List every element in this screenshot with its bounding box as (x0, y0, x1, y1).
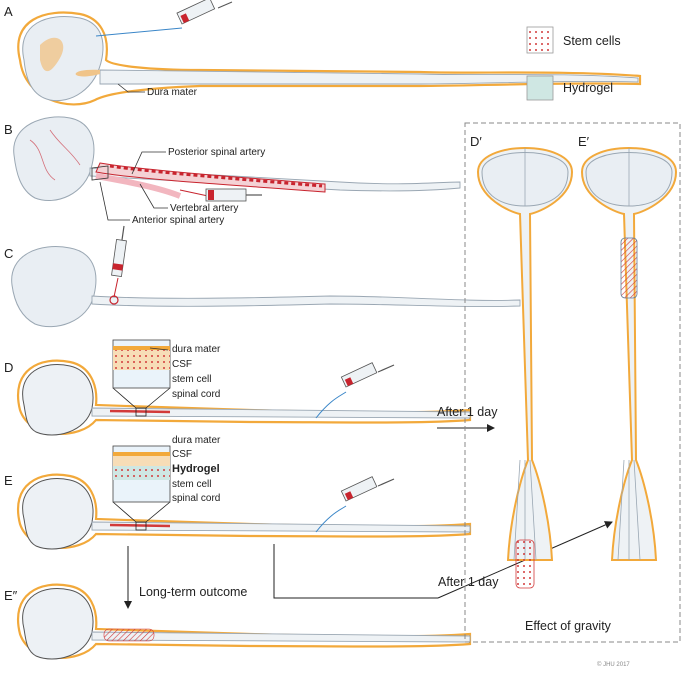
ventricle-a (40, 37, 64, 72)
inset-e-label-3: stem cell (172, 479, 211, 490)
syringe-c (111, 225, 127, 298)
panel-b: B Posterior spinal artery Vertebral arte… (4, 116, 461, 226)
legend: Stem cells Hydrogel (526, 26, 621, 101)
gravity-box-frame (464, 122, 681, 643)
inset-d-label-0: dura mater (172, 344, 221, 355)
vertical-cord-e-prime (580, 147, 678, 561)
panel-d: D dura mater CSF stem cell spinal cord A… (4, 339, 498, 436)
panel-e: E dura mater CSF Hydrogel stem cell spin… (4, 435, 613, 609)
label-after-1-day-e: After 1 day (438, 575, 499, 589)
inset-d-label-1: CSF (172, 359, 192, 370)
panel-letter-c: C (4, 246, 13, 261)
panel-c: C (4, 225, 521, 328)
copyright: © JHU 2017 (597, 661, 630, 668)
panel-letter-e-double-prime: E″ (4, 588, 18, 603)
posterior-artery-pattern-b (109, 164, 323, 188)
spinal-cord-e (91, 521, 471, 533)
brain-a (22, 16, 104, 102)
label-anterior-spinal-artery: Anterior spinal artery (132, 215, 224, 226)
retained-cells-e-prime (620, 237, 638, 299)
panel-e-double-prime: E″ (4, 583, 472, 660)
csf-flow-a (75, 69, 100, 77)
brain-c (11, 246, 97, 328)
inset-e-label-1: CSF (172, 449, 192, 460)
dura-outline-a (17, 11, 642, 106)
panel-letter-a: A (4, 4, 13, 19)
connector-e-to-eprime (273, 544, 438, 599)
panel-letter-e: E (4, 473, 13, 488)
spinal-cord-a (99, 69, 639, 85)
leader-d-0 (149, 347, 169, 351)
leader-anterior-artery (99, 181, 130, 221)
vertical-cord-d-prime (476, 147, 574, 589)
inset-d (112, 339, 171, 389)
spinal-cord-d (91, 407, 471, 419)
cross-section-b (91, 165, 109, 181)
inset-d-label-2: stem cell (172, 374, 211, 385)
catheter-e (315, 505, 347, 533)
panel-letter-d-prime: D′ (470, 134, 482, 149)
syringe-b (205, 188, 262, 202)
brain-b (13, 116, 95, 202)
brain-e (22, 478, 94, 550)
cord-outline-d-prime (476, 147, 574, 561)
panel-letter-d: D (4, 360, 13, 375)
needle-b (179, 189, 209, 197)
cerebral-arteries-b (29, 129, 81, 181)
panel-letter-b: B (4, 122, 13, 137)
cauda-equina-e-prime (617, 459, 641, 561)
stem-cells-d (109, 409, 171, 414)
label-after-1-day-d: After 1 day (437, 405, 498, 419)
brain-e2 (22, 588, 94, 660)
inset-d-label-3: spinal cord (172, 389, 220, 400)
inset-e (112, 445, 171, 503)
leader-dura-a (117, 83, 145, 93)
label-long-term-outcome: Long-term outcome (139, 585, 247, 599)
zoom-lines-d (112, 387, 171, 409)
panel-a: A Dura mater (4, 0, 642, 106)
zoom-box-e (135, 521, 147, 531)
syringe-a (176, 0, 233, 25)
stem-cells-e (109, 523, 171, 528)
legend-stem-cells-dots (528, 28, 552, 52)
inset-e-label-2: Hydrogel (172, 463, 220, 475)
syringe-d (340, 362, 395, 388)
gravity-box: D′ E′ Effect of gravity (464, 122, 681, 643)
legend-stem-cells-label: Stem cells (563, 34, 621, 48)
zoom-lines-e (112, 501, 171, 523)
graft-e2 (103, 628, 155, 642)
brain-d (22, 364, 94, 436)
settled-cells-d-prime (515, 539, 535, 589)
label-effect-of-gravity: Effect of gravity (525, 619, 612, 633)
inset-e-label-4: spinal cord (172, 493, 220, 504)
syringe-e (340, 476, 395, 502)
label-dura-mater: Dura mater (147, 87, 198, 98)
catheter-a (95, 27, 183, 37)
label-vertebral-artery: Vertebral artery (170, 203, 238, 214)
leader-vertebral-artery (139, 183, 168, 209)
catheter-d (315, 391, 347, 419)
spinal-cord-c (91, 295, 521, 308)
leader-posterior-artery (131, 151, 166, 175)
legend-hydrogel-swatch (526, 75, 554, 101)
cord-outline-e-prime (580, 147, 678, 561)
zoom-box-d (135, 407, 147, 417)
label-posterior-spinal-artery: Posterior spinal artery (168, 147, 265, 158)
vertebral-artery-b (95, 173, 182, 199)
legend-hydrogel-label: Hydrogel (563, 81, 613, 95)
panel-letter-e-prime: E′ (578, 134, 590, 149)
inset-e-label-0: dura mater (172, 435, 221, 446)
